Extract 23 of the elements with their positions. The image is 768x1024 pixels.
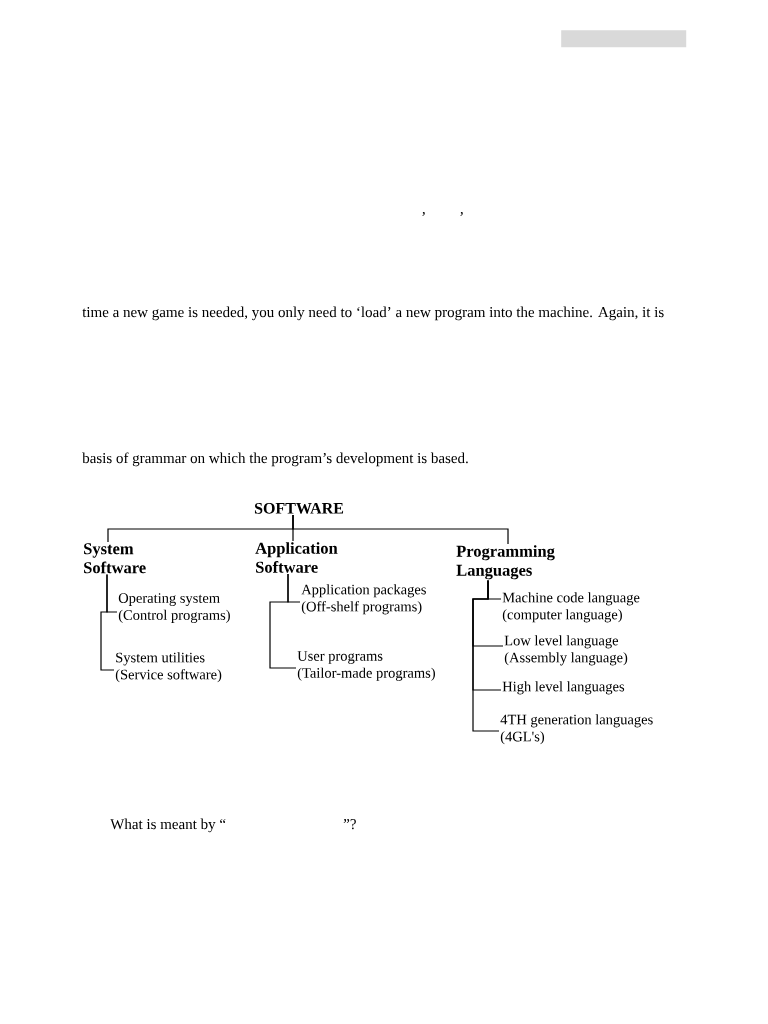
body-text: basis of grammar on which the program’s development is based.	[82, 452, 468, 467]
category-label: Programming Languages	[456, 545, 555, 580]
item-label: Low level language (Assembly language)	[504, 635, 628, 666]
connector-line	[472, 579, 500, 732]
item-label: Application packages (Off-shelf programs)	[301, 584, 426, 615]
item-label: 4TH generation languages (4GL's)	[500, 714, 653, 745]
item-label: Operating system (Control programs)	[118, 593, 230, 623]
question-text: ”?	[343, 819, 356, 830]
quote-mark: ’	[422, 212, 425, 216]
item-label: User programs (Tailor-made programs)	[297, 651, 435, 681]
category-label: Application Software	[255, 542, 338, 573]
item-label: System utilities (Service software)	[115, 652, 222, 683]
root-label: SOFTWARE	[254, 503, 344, 514]
connector-line	[292, 514, 509, 545]
body-text: time a new game is needed, you only need to ‘load’ a new program into the machine. Again, it is	[82, 306, 664, 321]
quote-mark: ’	[460, 212, 463, 216]
category-label: System Software	[84, 543, 146, 574]
connector-line	[100, 573, 115, 671]
question-text: What is meant by “	[110, 818, 226, 833]
item-label: High level languages	[502, 681, 625, 695]
connector-line	[269, 573, 297, 669]
shaded-bar	[561, 30, 687, 48]
item-label: Machine code language (computer language)	[502, 592, 640, 623]
